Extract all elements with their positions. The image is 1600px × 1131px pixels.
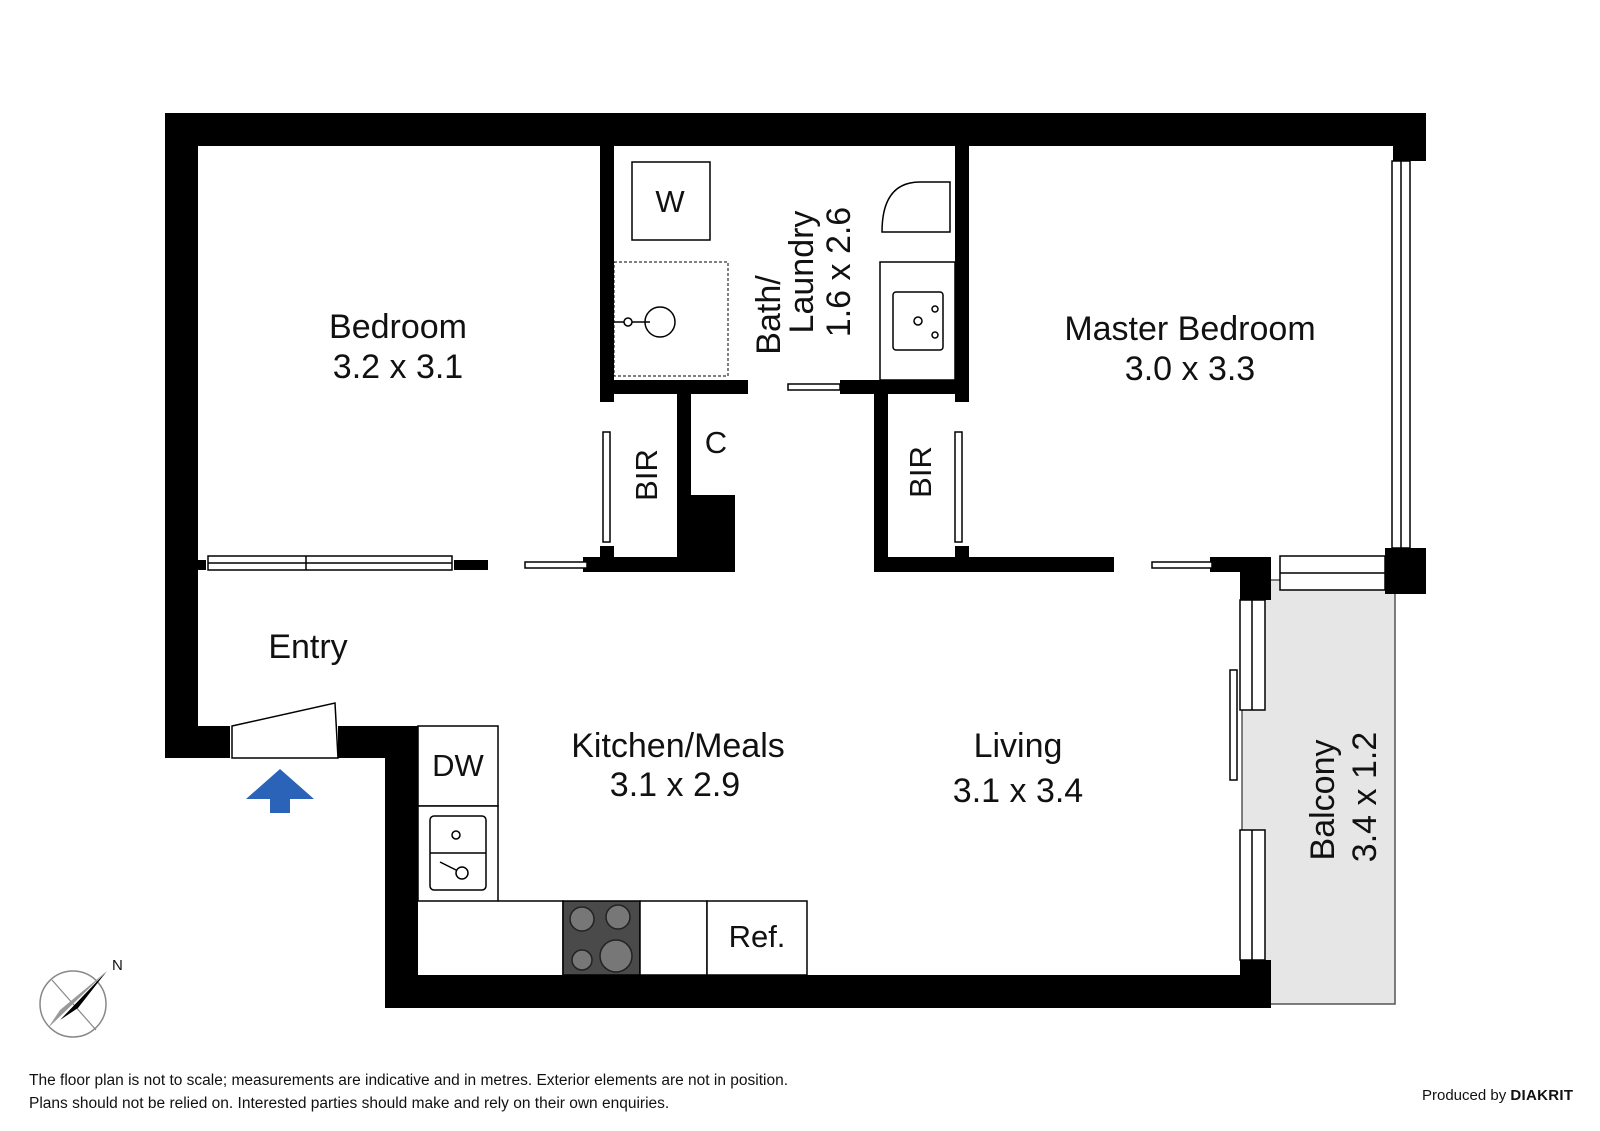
disclaimer: The floor plan is not to scale; measurem… <box>29 1070 788 1115</box>
disclaimer-line-1: The floor plan is not to scale; measurem… <box>29 1072 789 1089</box>
producer-credit: Produced by DIAKRIT <box>1422 1087 1573 1104</box>
disclaimer-line-2: Plans should not be relied on. Intereste… <box>29 1094 670 1112</box>
doors <box>231 383 1238 781</box>
entry-name: Entry <box>268 628 347 666</box>
bedroom-name: Bedroom <box>329 308 467 346</box>
bath-name: Bath/ <box>750 275 788 355</box>
bir-left-label: BIR <box>629 449 664 501</box>
toilet-icon <box>881 181 951 233</box>
kitchen-size: 3.1 x 2.9 <box>610 766 740 804</box>
bedroom-size: 3.2 x 3.1 <box>333 348 463 386</box>
compass-north-label: N <box>112 957 123 974</box>
cupboard-label: C <box>705 425 727 460</box>
balcony-size: 3.4 x 1.2 <box>1346 732 1384 862</box>
windows <box>207 160 1411 961</box>
bath-size: 1.6 x 2.6 <box>820 207 858 337</box>
produced-by-label: Produced by <box>1422 1087 1507 1104</box>
compass-icon <box>39 970 107 1038</box>
walls <box>165 113 1426 1008</box>
living-name: Living <box>974 727 1063 765</box>
bir-right-label: BIR <box>903 446 938 498</box>
master-bedroom-name: Master Bedroom <box>1064 310 1315 348</box>
balcony-name: Balcony <box>1304 740 1342 861</box>
washer-box <box>631 161 711 241</box>
brand-logo: DIAKRIT <box>1510 1087 1574 1104</box>
entry-arrow-icon <box>246 769 314 813</box>
washer-label: W <box>655 184 685 219</box>
dishwasher-label: DW <box>432 748 484 783</box>
master-bedroom-size: 3.0 x 3.3 <box>1125 350 1255 388</box>
bathroom-fixtures <box>613 161 956 381</box>
dishwasher-box <box>417 725 499 807</box>
fridge-box <box>706 900 808 976</box>
living-size: 3.1 x 3.4 <box>953 772 1083 810</box>
kitchen-fixtures <box>417 725 808 976</box>
fridge-label: Ref. <box>729 919 786 954</box>
kitchen-name: Kitchen/Meals <box>571 727 785 765</box>
bath-name-2: Laundry <box>783 211 821 334</box>
balcony-area <box>1241 579 1396 1005</box>
